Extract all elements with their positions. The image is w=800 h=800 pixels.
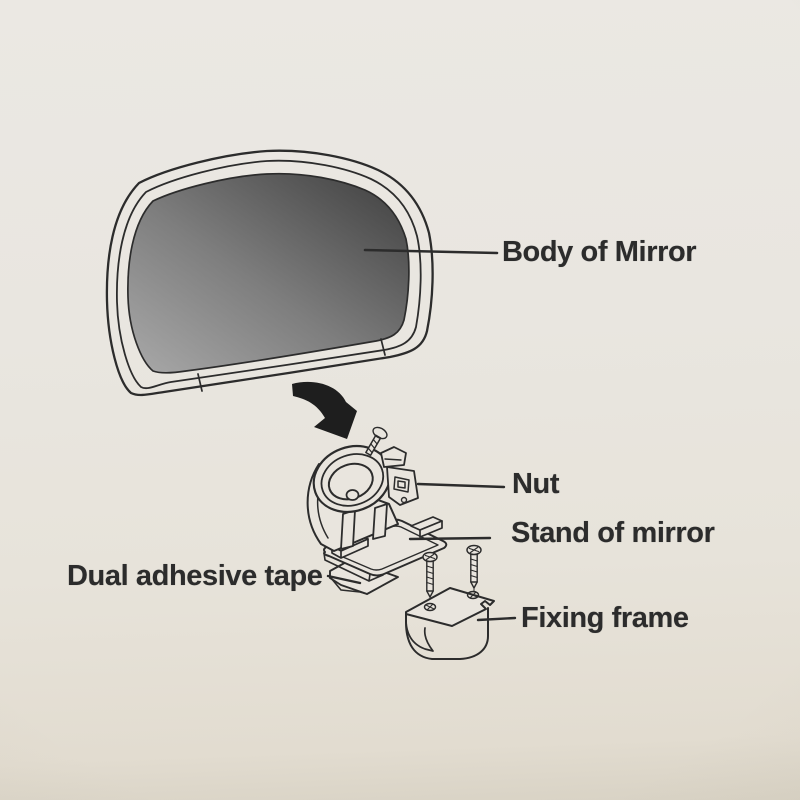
label-fixing-frame: Fixing frame	[521, 602, 689, 634]
nut	[393, 476, 410, 493]
leader-dual-adhesive-tape	[326, 574, 362, 585]
screw-icon	[422, 551, 438, 598]
leader-body-of-mirror	[363, 248, 499, 255]
ball-joint	[345, 489, 360, 501]
fixing-frame-lip	[405, 621, 434, 652]
assembly-arrow-icon	[292, 381, 357, 439]
stand-base-thickness	[323, 552, 384, 582]
mirror-glass	[127, 172, 410, 374]
mirror-body-illustration	[105, 149, 434, 397]
nut-block	[386, 466, 419, 506]
stand-of-mirror-illustration	[306, 426, 448, 595]
label-dual-adhesive-tape: Dual adhesive tape	[67, 560, 323, 592]
leader-lines	[326, 248, 517, 622]
mirror-rim-dividers	[197, 338, 386, 392]
leader-stand-of-mirror	[408, 536, 492, 541]
fixing-frame-illustration	[405, 544, 495, 660]
leader-fixing-frame	[476, 616, 517, 622]
clamp-screw-icon	[365, 426, 388, 457]
mirror-inner-frame	[116, 159, 422, 390]
label-body-of-mirror: Body of Mirror	[502, 236, 697, 268]
fixing-frame-holes	[423, 590, 480, 612]
leader-nut	[416, 482, 506, 489]
label-nut: Nut	[512, 468, 560, 500]
mirror-outer-frame	[105, 149, 434, 397]
label-stand-of-mirror: Stand of mirror	[511, 517, 715, 549]
fixing-frame-face	[405, 607, 489, 660]
screw-icon	[466, 544, 482, 589]
clamp-jaws	[380, 446, 419, 506]
